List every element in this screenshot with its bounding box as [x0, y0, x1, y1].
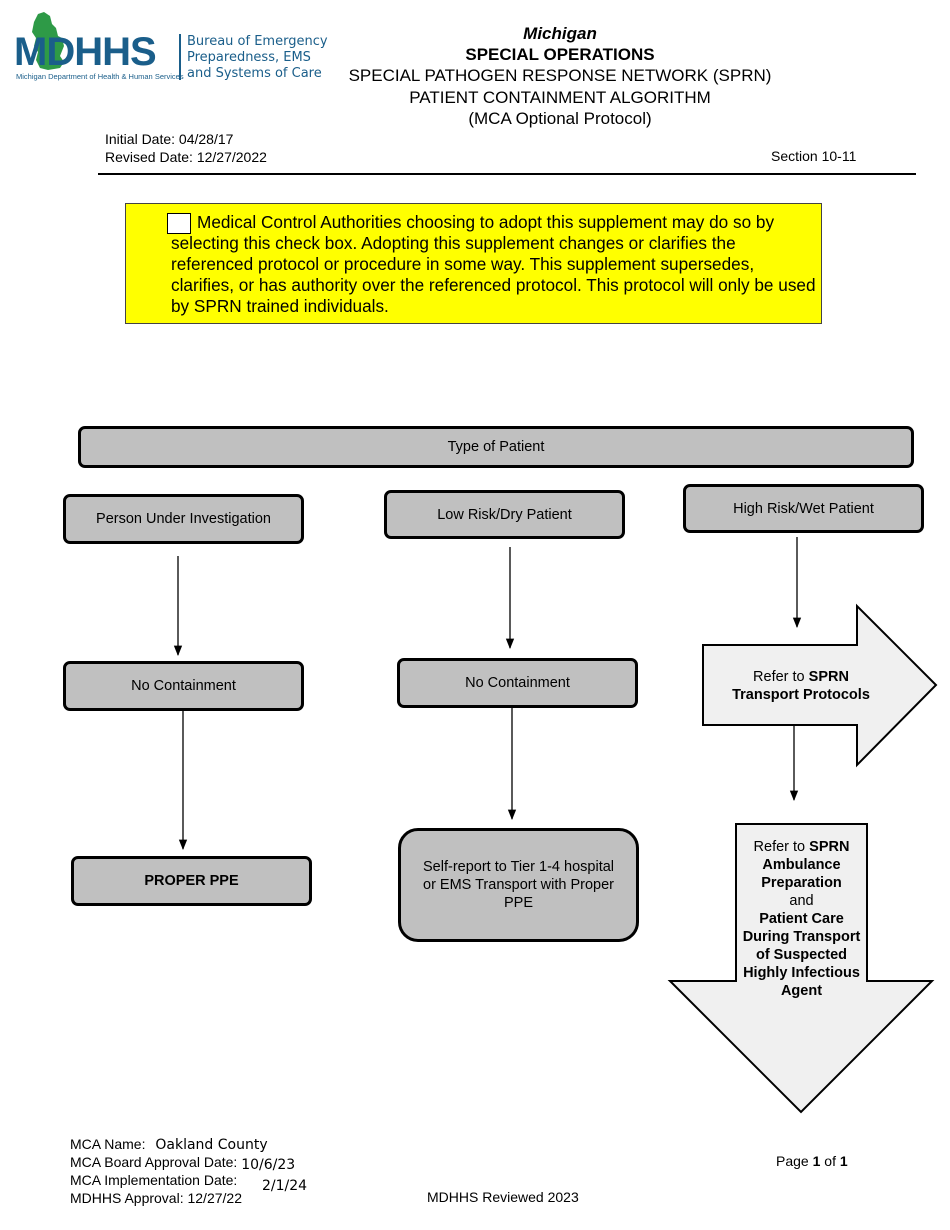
mca-board-row: MCA Board Approval Date: 10/6/23 — [70, 1154, 296, 1173]
pui-box: Person Under Investigation — [63, 494, 304, 544]
adoption-notice-text: Medical Control Authorities choosing to … — [171, 212, 816, 317]
self-report-box: Self-report to Tier 1-4 hospital or EMS … — [398, 828, 639, 942]
adoption-notice — [125, 203, 822, 324]
section-number: Section 10-11 — [771, 148, 857, 164]
logo-m: M — [14, 30, 47, 74]
notice-rest: by selecting this check box. Adopting th… — [171, 212, 816, 316]
down-arrow-and: and — [789, 893, 814, 909]
header-rule — [98, 173, 916, 175]
right-arrow-protocols: Transport Protocols — [732, 687, 870, 703]
mca-impl-value: 2/1/24 — [262, 1178, 308, 1194]
protocol-dates: Initial Date: 04/28/17 Revised Date: 12/… — [105, 130, 267, 166]
initial-date: Initial Date: 04/28/17 — [105, 131, 234, 147]
low-risk-box: Low Risk/Dry Patient — [384, 490, 625, 539]
down-block-arrow — [667, 823, 935, 1114]
mca-board-label: MCA Board Approval Date: — [70, 1154, 238, 1170]
page-of: of — [820, 1153, 840, 1169]
notice-first-line: Medical Control Authorities choosing to … — [197, 212, 752, 232]
mdhhs-approval: MDHHS Approval: 12/27/22 — [70, 1190, 242, 1206]
mca-name-row: MCA Name: Oakland County — [70, 1136, 268, 1153]
logo-department: Michigan Department of Health & Human Se… — [16, 72, 184, 81]
down-arrow-patient-care: Patient Care During Transport of Suspect… — [742, 911, 861, 999]
logo-divider — [179, 34, 181, 80]
no-containment-box-1: No Containment — [63, 661, 304, 711]
mca-impl-label: MCA Implementation Date: — [70, 1172, 238, 1188]
header-line-1: SPECIAL PATHOGEN RESPONSE NETWORK (SPRN) — [348, 66, 772, 85]
mca-board-value: 10/6/23 — [241, 1157, 296, 1173]
high-risk-box: High Risk/Wet Patient — [683, 484, 924, 533]
bureau-line-2: Preparedness, EMS — [187, 50, 311, 65]
down-arrow-preparation: SPRN Ambulance Preparation — [761, 839, 850, 891]
bureau-line-1: Bureau of Emergency — [187, 34, 328, 49]
logo-bureau: Bureau of Emergency Preparedness, EMS an… — [187, 34, 328, 82]
michigan-state-icon — [32, 12, 64, 70]
right-arrow-prefix: Refer to — [753, 669, 809, 685]
no-containment-box-2: No Containment — [397, 658, 638, 708]
revised-date: Revised Date: 12/27/2022 — [105, 149, 267, 165]
right-block-arrow — [702, 603, 938, 768]
header-state: Michigan — [523, 24, 597, 43]
mca-name-value: Oakland County — [155, 1137, 268, 1153]
down-arrow-text: Refer to SPRN Ambulance Preparation and … — [742, 838, 861, 1000]
page-current: 1 — [812, 1153, 821, 1169]
page-total: 1 — [839, 1153, 848, 1169]
mca-name-label: MCA Name: — [70, 1136, 146, 1152]
logo-text: MDHHS — [14, 30, 157, 75]
proper-ppe-box: PROPER PPE — [71, 856, 312, 906]
page-prefix: Page — [776, 1153, 813, 1169]
mca-impl-row: MCA Implementation Date: — [70, 1172, 237, 1188]
type-of-patient-box: Type of Patient — [78, 426, 914, 468]
bureau-line-3: and Systems of Care — [187, 66, 322, 81]
adopt-checkbox[interactable] — [167, 213, 191, 234]
mdhhs-reviewed: MDHHS Reviewed 2023 — [427, 1189, 579, 1205]
right-arrow-text: Refer to SPRN Transport Protocols — [714, 668, 888, 704]
header-division: SPECIAL OPERATIONS — [465, 45, 655, 64]
header-line-2: PATIENT CONTAINMENT ALGORITHM — [409, 88, 711, 107]
logo-dhhs: DHHS — [46, 30, 156, 74]
header-line-3: (MCA Optional Protocol) — [468, 109, 652, 128]
right-arrow-sprn: SPRN — [808, 669, 849, 685]
down-arrow-prefix: Refer to — [753, 839, 810, 855]
page-number: Page 1 of 1 — [776, 1153, 848, 1169]
